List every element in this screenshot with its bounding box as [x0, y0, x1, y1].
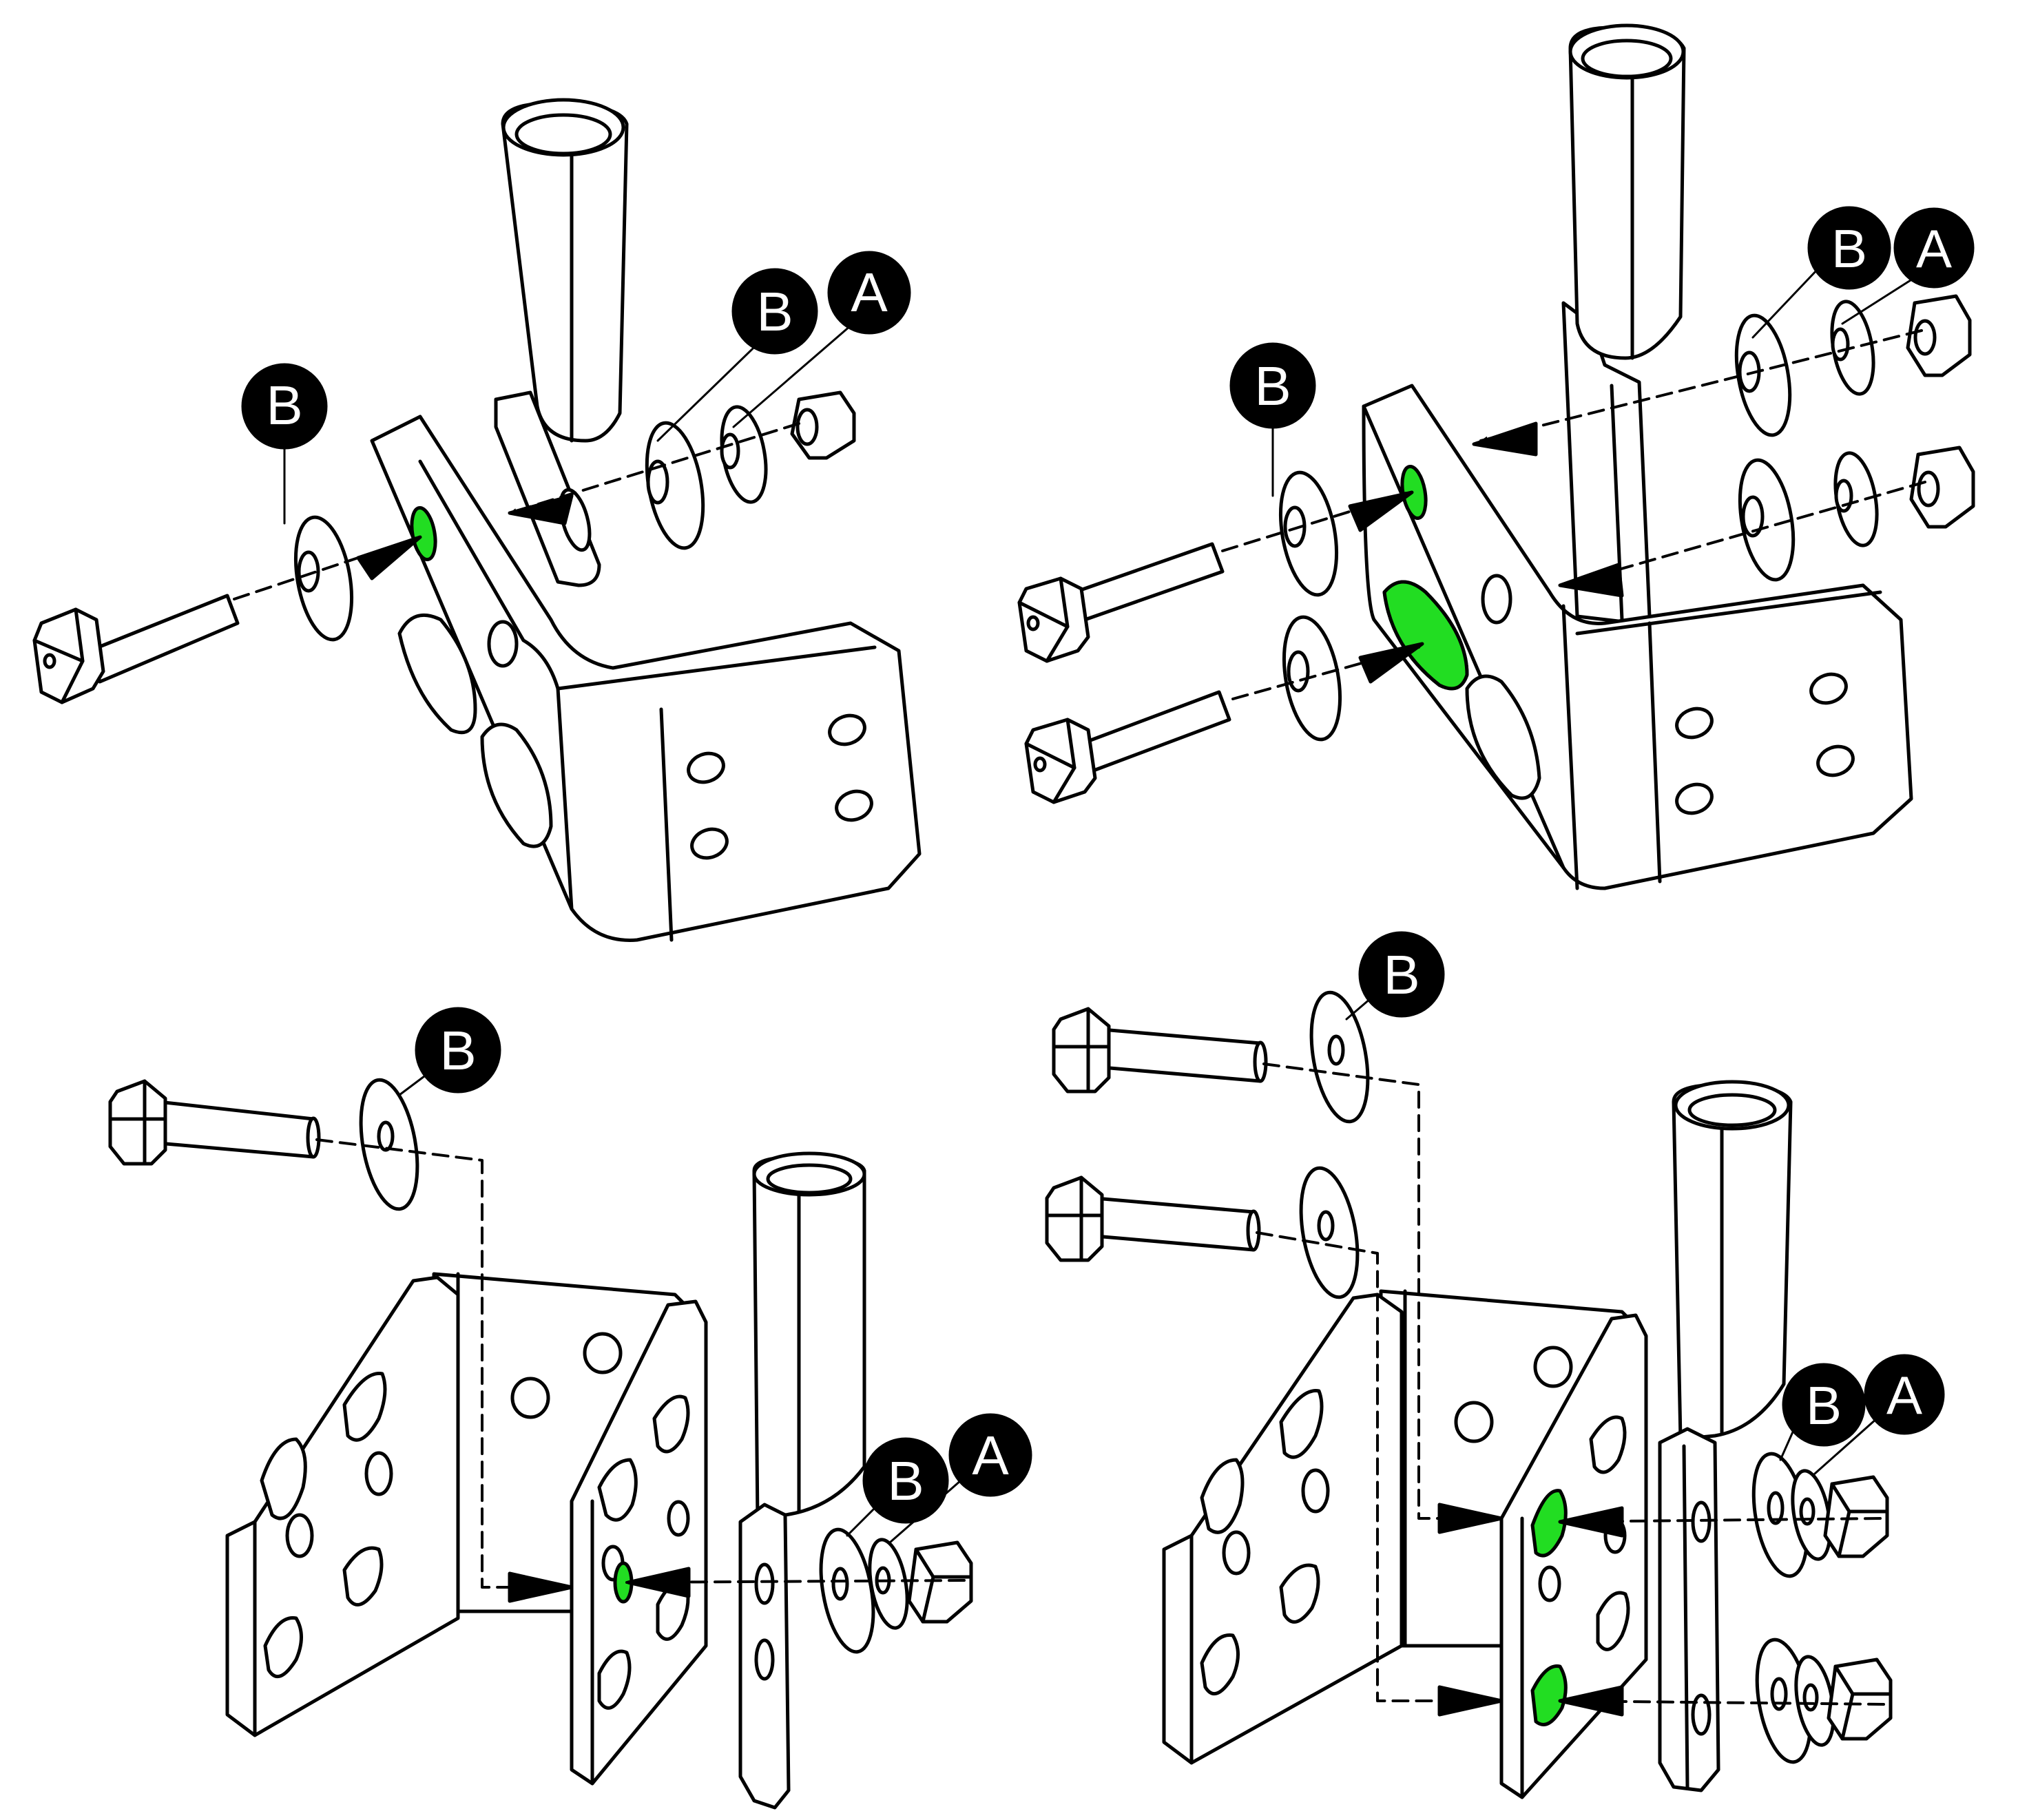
callout-b-washer: B [656, 268, 818, 442]
u-bracket [1162, 1289, 1648, 1799]
panel-step-2: B B A [1017, 23, 1975, 890]
bolt [1024, 690, 1231, 804]
highlight-slot [1530, 1489, 1568, 1558]
panel-step-1: B B A [32, 98, 922, 942]
callout-a-washer: A [1813, 1354, 1945, 1475]
highlight-hole [410, 505, 437, 562]
tube-post [1561, 23, 1686, 625]
arrow-head [1358, 642, 1424, 684]
callout-a-washer-label: A [851, 262, 888, 323]
callout-b-washer: B [1751, 206, 1891, 339]
arrow-head [1437, 1503, 1504, 1534]
callout-b-washer: B [1779, 1363, 1866, 1461]
washer-right-a [1794, 1655, 1835, 1747]
callout-a-label: A [972, 1425, 1009, 1486]
nut [1909, 446, 1975, 529]
washer [1309, 990, 1370, 1124]
callout-b-bolt: B [241, 363, 328, 525]
callout-a-washer: A [1841, 207, 1975, 325]
callout-a-label: A [1886, 1365, 1922, 1425]
bolt [1045, 1175, 1261, 1262]
arrow-head [508, 1571, 574, 1603]
callout-a-washer: A [888, 1413, 1032, 1544]
nut [1823, 1475, 1889, 1558]
washer [1299, 1166, 1360, 1299]
washer-right-b [645, 421, 705, 550]
arrow-head [1348, 490, 1414, 532]
tube-post [738, 1151, 866, 1810]
callout-b-bolt-label: B [1254, 355, 1291, 417]
arrow-head [508, 494, 574, 525]
bolt [1017, 542, 1225, 663]
panel-step-3: B B A [108, 1007, 1032, 1810]
washer-right-a [1833, 451, 1879, 547]
washer-right-b [1738, 458, 1796, 582]
callout-a-washer: A [732, 251, 911, 428]
callout-b-washer-top: B [1345, 931, 1445, 1021]
callout-b-washer: B [846, 1437, 949, 1537]
nut [790, 390, 856, 460]
washer-right-b [1734, 313, 1792, 437]
bolt [1052, 1007, 1268, 1094]
washer-right-a [720, 405, 768, 504]
highlight-slot [1530, 1664, 1568, 1726]
panel-step-4: B B A [1045, 931, 1945, 1799]
arrow-head [1437, 1685, 1504, 1717]
washer [293, 515, 354, 642]
arrow-head [1558, 563, 1624, 598]
washer [1278, 470, 1339, 597]
bracket [1362, 384, 1913, 890]
bracket [370, 415, 922, 942]
callout-b-right-label: B [1806, 1375, 1842, 1436]
arrow-head [1472, 421, 1538, 457]
nut [1827, 1657, 1893, 1741]
nut [907, 1540, 973, 1624]
callout-b-washer-label: B [1831, 218, 1867, 279]
bolt [32, 594, 240, 704]
arrow-head [626, 1567, 691, 1598]
arrow-head [1558, 1685, 1624, 1717]
guide-lines [1221, 329, 1926, 700]
callout-b-bolt-label: B [266, 375, 302, 436]
callout-b-top-label: B [439, 1020, 476, 1081]
nut [1906, 294, 1972, 377]
callout-b-right-label: B [887, 1450, 924, 1512]
callout-b-bolt: B [1229, 342, 1316, 497]
u-bracket [225, 1272, 708, 1786]
washer [359, 1078, 419, 1211]
callout-b-washer-label: B [756, 281, 793, 342]
callout-b-top-label: B [1383, 944, 1419, 1005]
callout-a-washer-label: A [1916, 218, 1952, 279]
callout-b-washer-top: B [398, 1007, 501, 1096]
arrow-head [356, 535, 422, 580]
bolt [108, 1079, 321, 1166]
arrow-head [1558, 1506, 1624, 1538]
tube-post [494, 98, 629, 587]
